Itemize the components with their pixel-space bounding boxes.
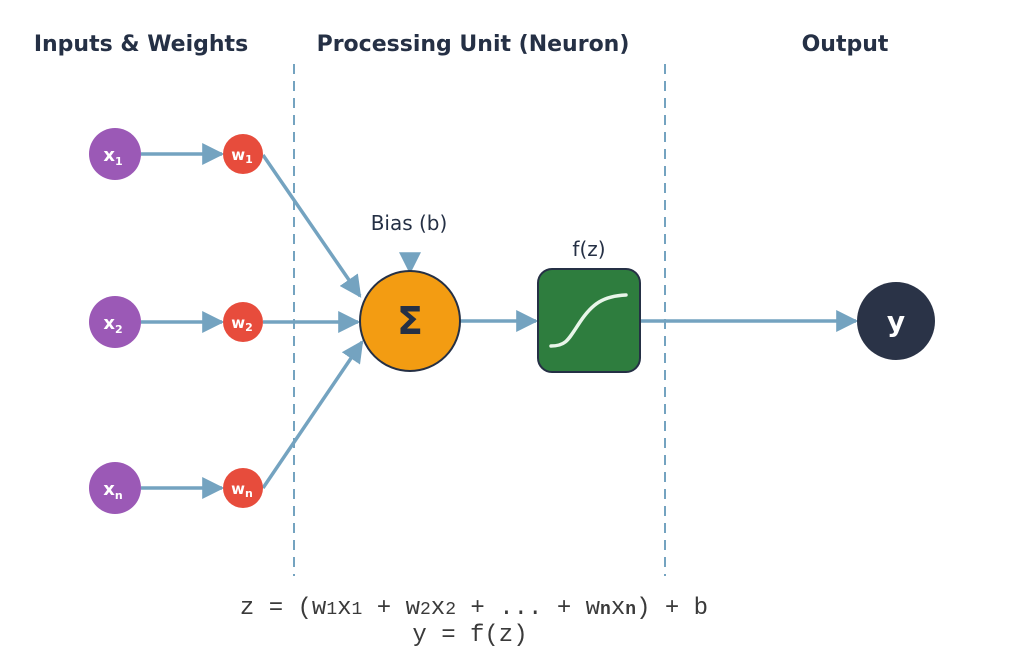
- input-node-xn: xn: [89, 462, 141, 514]
- svg-text:y: y: [887, 305, 905, 338]
- weight-node-w2: w2: [223, 302, 263, 342]
- formula-weighted-sum: z = (w1x1 + w2x2 + ... + wnxn) + b: [240, 595, 708, 622]
- activation-node: [537, 268, 641, 373]
- input-node-x1: x1: [89, 128, 141, 180]
- formula-activation: y = f(z): [412, 622, 527, 649]
- weight-node-w1: w1: [223, 134, 263, 174]
- svg-text:x2: x2: [103, 313, 122, 336]
- connector-wn-sum: [261, 340, 364, 489]
- section-title-output: Output: [802, 32, 889, 57]
- connector-w1-sum: [261, 154, 362, 298]
- sigmoid-curve-icon: [549, 293, 628, 348]
- svg-text:wn: wn: [231, 480, 253, 500]
- svg-text:xn: xn: [103, 479, 122, 502]
- bias-label: Bias (b): [371, 211, 448, 235]
- weight-node-wn: wn: [223, 468, 263, 508]
- input-node-x2: x2: [89, 296, 141, 348]
- output-node: y: [857, 282, 935, 360]
- svg-text:w2: w2: [231, 314, 253, 334]
- sum-node: Σ: [359, 270, 461, 372]
- section-title-inputs: Inputs & Weights: [34, 32, 248, 57]
- svg-text:x1: x1: [103, 145, 122, 168]
- sigma-icon: Σ: [397, 299, 423, 343]
- activation-label: f(z): [572, 237, 605, 261]
- section-title-processing: Processing Unit (Neuron): [317, 32, 630, 57]
- svg-text:w1: w1: [231, 146, 253, 166]
